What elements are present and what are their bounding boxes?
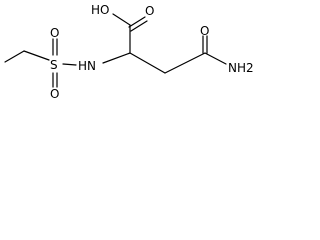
bond-ch2-camide — [164, 52, 206, 74]
bond-ethyl-c2-s — [23, 50, 50, 61]
label-carboxyl-oxygen: O — [145, 4, 154, 18]
bond-ccooh-oh — [112, 13, 131, 26]
bond-ccooh-o-b — [130, 20, 148, 32]
structure-svg: HO O O NH2 S O O HN — [4, 3, 254, 101]
label-sulfonyl-oxygen-bottom: O — [50, 87, 59, 101]
bond-ethyl-c1-c2 — [4, 50, 25, 63]
label-amide-nitrogen: NH2 — [228, 61, 254, 75]
bond-s-n — [62, 63, 77, 66]
label-hydroxyl: HO — [91, 3, 109, 17]
bond-calpha-ch2 — [129, 52, 166, 74]
label-amine: HN — [78, 59, 96, 73]
bond-ccooh-o-a — [128, 16, 146, 28]
bond-camide-n — [204, 52, 227, 65]
label-amide-oxygen: O — [200, 24, 209, 38]
molecule-diagram: HO O O NH2 S O O HN — [0, 0, 268, 111]
label-sulfonyl-oxygen-top: O — [50, 26, 59, 40]
bond-n-calpha — [102, 52, 131, 64]
label-sulfur: S — [50, 58, 58, 72]
